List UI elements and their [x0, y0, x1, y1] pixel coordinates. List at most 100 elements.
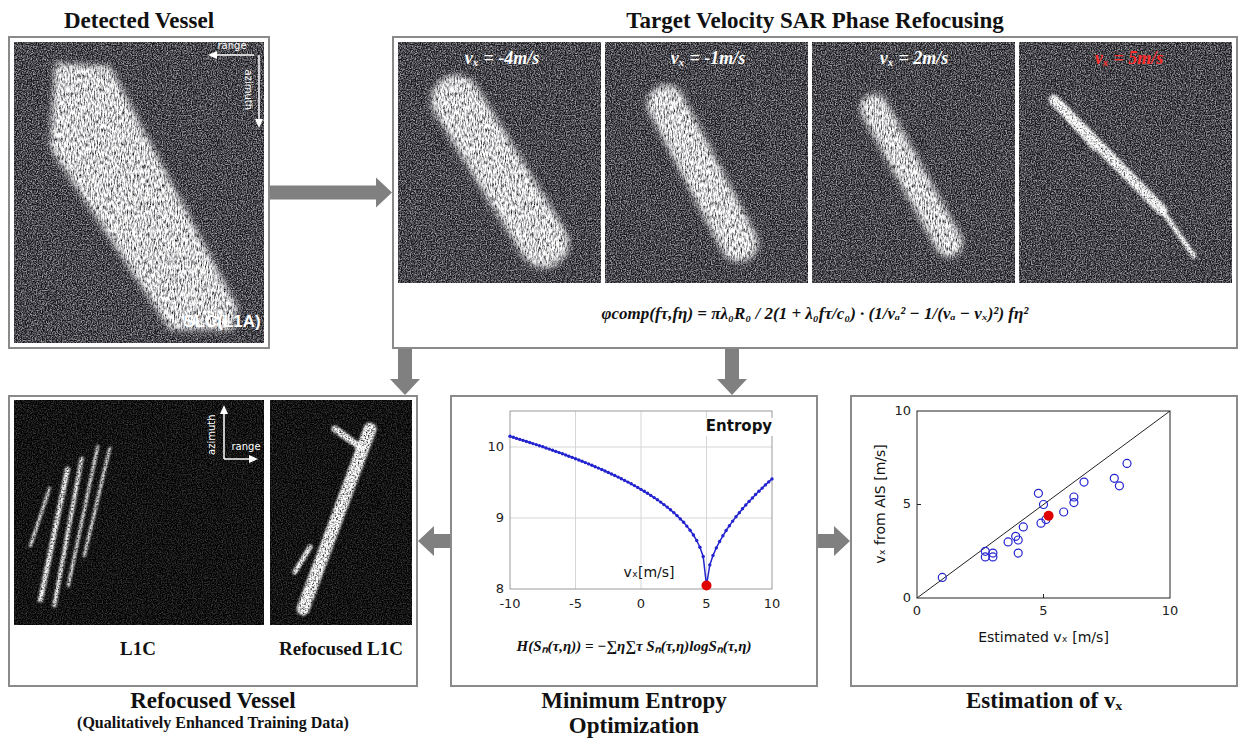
scatter-points	[938, 459, 1131, 581]
curve-dot	[541, 445, 544, 448]
curve-dot	[770, 477, 773, 480]
curve-dot	[711, 554, 714, 557]
curve-dot	[610, 472, 613, 475]
curve-dot	[669, 508, 672, 511]
curve-line	[510, 436, 772, 585]
axis-title: Estimated vₓ [m/s]	[978, 629, 1109, 645]
tick-mark	[917, 504, 921, 505]
curve-dot	[538, 444, 541, 447]
vessel-focused	[335, 429, 360, 447]
speckle	[270, 400, 412, 625]
azimuth-arrow	[223, 414, 225, 459]
curve-dot	[620, 477, 623, 480]
grid-line	[641, 411, 642, 589]
curve-dot	[603, 469, 606, 472]
azimuth-arrow	[258, 55, 260, 120]
data-point	[1070, 499, 1078, 507]
direction-label: range	[217, 40, 246, 52]
curve-dot	[718, 540, 721, 543]
data-point	[981, 553, 989, 561]
chart-title: Entropy	[704, 418, 774, 435]
curve-dot	[767, 480, 770, 483]
curve-dot	[564, 453, 567, 456]
curve-dot	[580, 460, 583, 463]
panel-box: Minimum Entropy OptimizationEntropy1098-…	[450, 395, 818, 687]
curve-dot	[741, 507, 744, 510]
tick-label: 5	[702, 597, 710, 612]
curve-dot	[698, 546, 701, 549]
curve-dot	[652, 496, 655, 499]
panel-title: Refocused Vessel	[130, 688, 295, 713]
data-point	[1004, 538, 1012, 546]
curve-dot	[656, 498, 659, 501]
curve-dot	[613, 474, 616, 477]
data-point	[938, 573, 946, 581]
curve-dot	[623, 479, 626, 482]
vessel-focused	[295, 547, 310, 572]
formula: H(Sₙ(τ,η)) = −∑η∑τ Sₙ(τ,η)logSₙ(τ,η)	[517, 638, 752, 655]
curve-dot	[672, 511, 675, 514]
grid-line	[575, 411, 576, 589]
tick-label: -5	[569, 597, 582, 612]
vessel-focused	[303, 429, 370, 609]
l1c-images	[14, 400, 412, 625]
refocus-images	[398, 42, 1232, 283]
image-ground	[812, 42, 1015, 283]
curve-dot	[574, 457, 577, 460]
curve-dot	[590, 464, 593, 467]
tick-label: 0	[903, 591, 911, 606]
curve-dot	[626, 480, 629, 483]
curve-dot	[761, 486, 764, 489]
curve-dot	[747, 500, 750, 503]
panel-box: Target Velocity SAR Phase Refocusingvₓ =…	[392, 36, 1238, 349]
axis-title: vₓ[m/s]	[621, 564, 676, 580]
data-point	[1060, 508, 1068, 516]
arrow-head	[249, 455, 258, 463]
curve-dot	[600, 468, 603, 471]
panel-title: Target Velocity SAR Phase Refocusing	[626, 8, 1003, 33]
image-ground	[14, 400, 264, 625]
curve-dot	[544, 446, 547, 449]
data-point	[989, 549, 997, 557]
velocity-label: vₓ = -1m/s	[671, 48, 745, 69]
scatter-chart	[917, 411, 1170, 598]
tick-mark	[1043, 594, 1044, 598]
direction-label: azimuth	[205, 415, 217, 456]
arrow-head	[220, 405, 228, 414]
data-point	[1034, 489, 1042, 497]
curve-dot	[567, 455, 570, 458]
speckle	[812, 42, 1015, 283]
curve-dot	[551, 449, 554, 452]
tick-label: 10	[764, 597, 781, 612]
panel-title: Detected Vessel	[64, 8, 214, 33]
panel-subtitle: (Qualitatively Enhanced Training Data)	[77, 714, 349, 732]
image-ground	[605, 42, 808, 283]
curve-dot	[597, 466, 600, 469]
flow-arrow	[270, 178, 392, 208]
highlight-point	[1044, 511, 1054, 521]
curve-dot	[616, 475, 619, 478]
speckle	[398, 42, 601, 283]
arrow-head	[255, 119, 263, 128]
curve-dot	[754, 493, 757, 496]
panel-title: Minimum Entropy Optimization	[514, 688, 754, 739]
vessel-blur	[456, 100, 544, 243]
curve-dot	[554, 450, 557, 453]
axis-title: vₓ from AIS [m/s]	[872, 444, 888, 564]
curve-dot	[649, 494, 652, 497]
curve-dot	[630, 482, 633, 485]
plot-frame	[917, 411, 1170, 598]
curve-dot	[584, 461, 587, 464]
product-label: SLC(L1A)	[183, 312, 260, 332]
curve-dot	[643, 490, 646, 493]
speckle	[605, 42, 808, 283]
vessel-focused	[1054, 100, 1162, 210]
curve-dot	[636, 486, 639, 489]
curve-dot	[633, 484, 636, 487]
curve-dot	[757, 490, 760, 493]
vessel-blur	[666, 104, 739, 243]
curve-dot	[666, 505, 669, 508]
image-ground	[14, 42, 264, 343]
curve-dot	[659, 500, 662, 503]
curve-dot	[721, 534, 724, 537]
